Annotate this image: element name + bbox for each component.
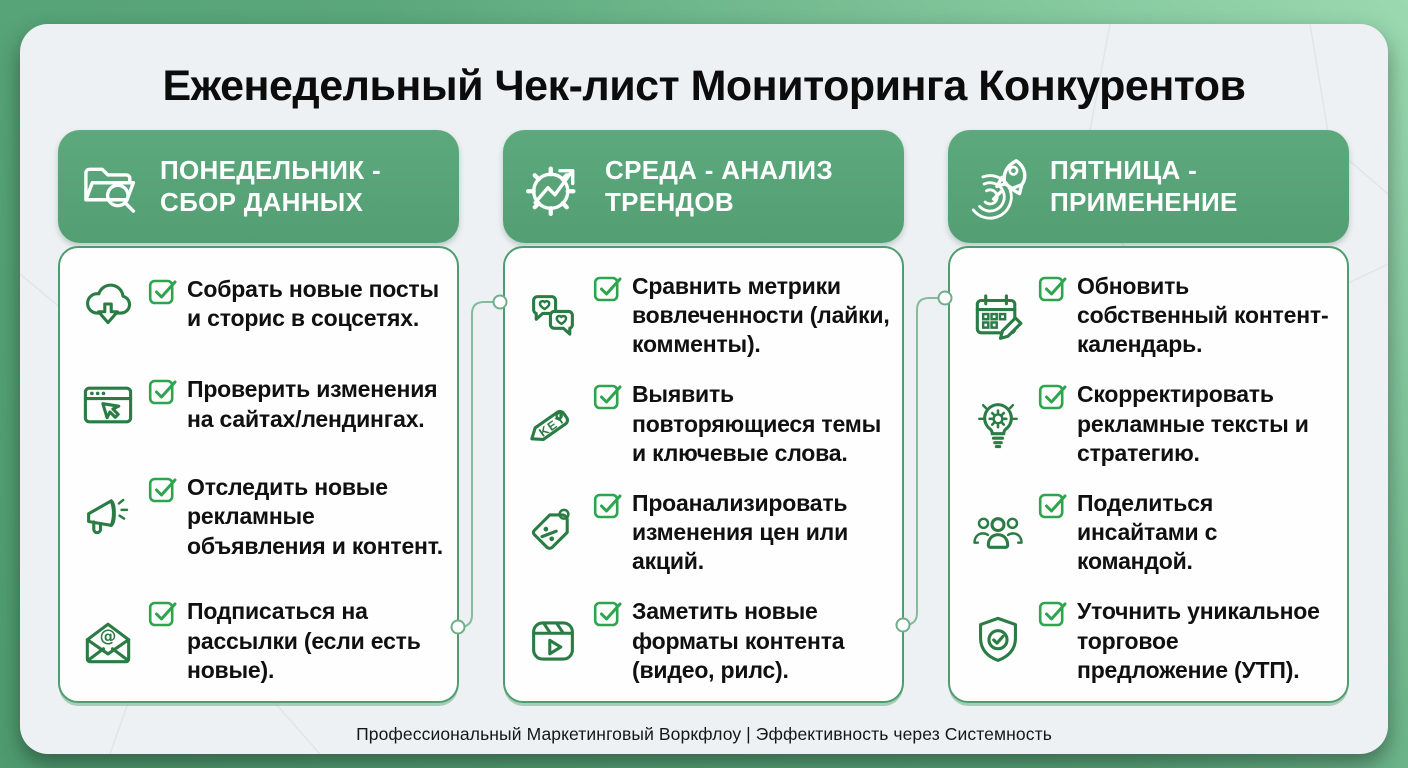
checklist-item-text: Заметить новые форматы контента (видео, … bbox=[632, 598, 845, 683]
checklist-item: @ Подписаться на рассылки (если есть нов… bbox=[72, 597, 445, 685]
key-tag-icon: KEY bbox=[521, 392, 585, 456]
checkbox-checked-icon bbox=[148, 474, 178, 504]
column-header-label: ПЯТНИЦА - ПРИМЕНЕНИЕ bbox=[1050, 154, 1238, 217]
bulb-gear-icon bbox=[966, 392, 1030, 456]
checklist-item-text: Уточнить уникальное торговое предложение… bbox=[1077, 598, 1320, 683]
megaphone-icon bbox=[76, 485, 140, 549]
column-friday-body: Обновить собственный контент-календарь. bbox=[948, 246, 1349, 703]
checklist-item-text: Собрать новые посты и сторис в соцсетях. bbox=[187, 275, 439, 331]
checklist-item-text: Обновить собственный контент-календарь. bbox=[1077, 273, 1329, 358]
column-wednesday-body: Сравнить метрики вовлеченности (лайки, к… bbox=[503, 246, 904, 703]
checklist-item: Сравнить метрики вовлеченности (лайки, к… bbox=[517, 272, 890, 360]
svg-text:@: @ bbox=[100, 626, 117, 646]
rocket-target-icon bbox=[966, 153, 1034, 221]
checklist-item: Отследить новые рекламные объявления и к… bbox=[72, 473, 445, 561]
checklist-item: Уточнить уникальное торговое предложение… bbox=[962, 597, 1335, 685]
checklist-item: Проверить изменения на сайтах/лендингах. bbox=[72, 373, 445, 437]
team-icon bbox=[966, 501, 1030, 565]
checklist-item-text: Подписаться на рассылки (если есть новые… bbox=[187, 598, 421, 683]
percent-tag-icon bbox=[521, 501, 585, 565]
column-friday: ПЯТНИЦА - ПРИМЕНЕНИЕ bbox=[948, 130, 1349, 703]
checklist-item-text: Скорректировать рекламные тексты и страт… bbox=[1077, 381, 1309, 466]
checkbox-checked-icon bbox=[148, 598, 178, 628]
column-monday-body: Собрать новые посты и сторис в соцсетях. bbox=[58, 246, 459, 703]
columns-area: ПОНЕДЕЛЬНИК - СБОР ДАННЫХ Собрать bbox=[58, 130, 1350, 703]
checklist-item-text: Проверить изменения на сайтах/лендингах. bbox=[187, 376, 438, 432]
checklist-item-text: Сравнить метрики вовлеченности (лайки, к… bbox=[632, 273, 890, 358]
mail-at-icon: @ bbox=[76, 609, 140, 673]
page-title: Еженедельный Чек-лист Мониторинга Конкур… bbox=[162, 62, 1246, 110]
checklist-item-text: Поделиться инсайтами с командой. bbox=[1077, 489, 1218, 575]
column-header-label: ПОНЕДЕЛЬНИК - СБОР ДАННЫХ bbox=[160, 154, 381, 217]
checklist-item: Проанализировать изменения цен или акций… bbox=[517, 489, 890, 577]
checkbox-checked-icon bbox=[148, 276, 178, 306]
checklist-item: Заметить новые форматы контента (видео, … bbox=[517, 597, 890, 685]
gear-trend-icon bbox=[521, 153, 589, 221]
checkbox-checked-icon bbox=[593, 598, 623, 628]
shield-check-icon bbox=[966, 609, 1030, 673]
column-monday: ПОНЕДЕЛЬНИК - СБОР ДАННЫХ Собрать bbox=[58, 130, 459, 703]
column-wednesday: СРЕДА - АНАЛИЗ ТРЕНДОВ bbox=[503, 130, 904, 703]
cloud-download-icon bbox=[76, 272, 140, 336]
checklist-item-text: Выявить повторяющиеся темы и ключевые сл… bbox=[632, 381, 882, 466]
checkbox-checked-icon bbox=[148, 376, 178, 406]
checkbox-checked-icon bbox=[1038, 381, 1068, 411]
column-monday-header: ПОНЕДЕЛЬНИК - СБОР ДАННЫХ bbox=[58, 130, 459, 243]
main-card: Еженедельный Чек-лист Мониторинга Конкур… bbox=[20, 24, 1388, 754]
checklist-item-text: Отследить новые рекламные объявления и к… bbox=[187, 474, 443, 559]
checkbox-checked-icon bbox=[1038, 598, 1068, 628]
checkbox-checked-icon bbox=[593, 381, 623, 411]
checkbox-checked-icon bbox=[1038, 490, 1068, 520]
column-friday-header: ПЯТНИЦА - ПРИМЕНЕНИЕ bbox=[948, 130, 1349, 243]
footer-text: Профессиональный Маркетинговый Воркфлоу … bbox=[356, 724, 1052, 744]
column-header-label: СРЕДА - АНАЛИЗ ТРЕНДОВ bbox=[605, 154, 833, 217]
checkbox-checked-icon bbox=[1038, 273, 1068, 303]
folder-search-icon bbox=[76, 153, 144, 221]
checkbox-checked-icon bbox=[593, 490, 623, 520]
browser-cursor-icon bbox=[76, 373, 140, 437]
reels-icon bbox=[521, 609, 585, 673]
chat-hearts-icon bbox=[521, 284, 585, 348]
checklist-item: Обновить собственный контент-календарь. bbox=[962, 272, 1335, 360]
calendar-edit-icon bbox=[966, 284, 1030, 348]
checklist-item: Поделиться инсайтами с командой. bbox=[962, 489, 1335, 577]
checklist-item-text: Проанализировать изменения цен или акций… bbox=[632, 489, 849, 575]
checklist-item: KEY Выявить повторяющиеся темы и ключевы… bbox=[517, 380, 890, 468]
column-wednesday-header: СРЕДА - АНАЛИЗ ТРЕНДОВ bbox=[503, 130, 904, 243]
checkbox-checked-icon bbox=[593, 273, 623, 303]
checklist-item: Собрать новые посты и сторис в соцсетях. bbox=[72, 272, 445, 336]
checklist-item: Скорректировать рекламные тексты и страт… bbox=[962, 380, 1335, 468]
